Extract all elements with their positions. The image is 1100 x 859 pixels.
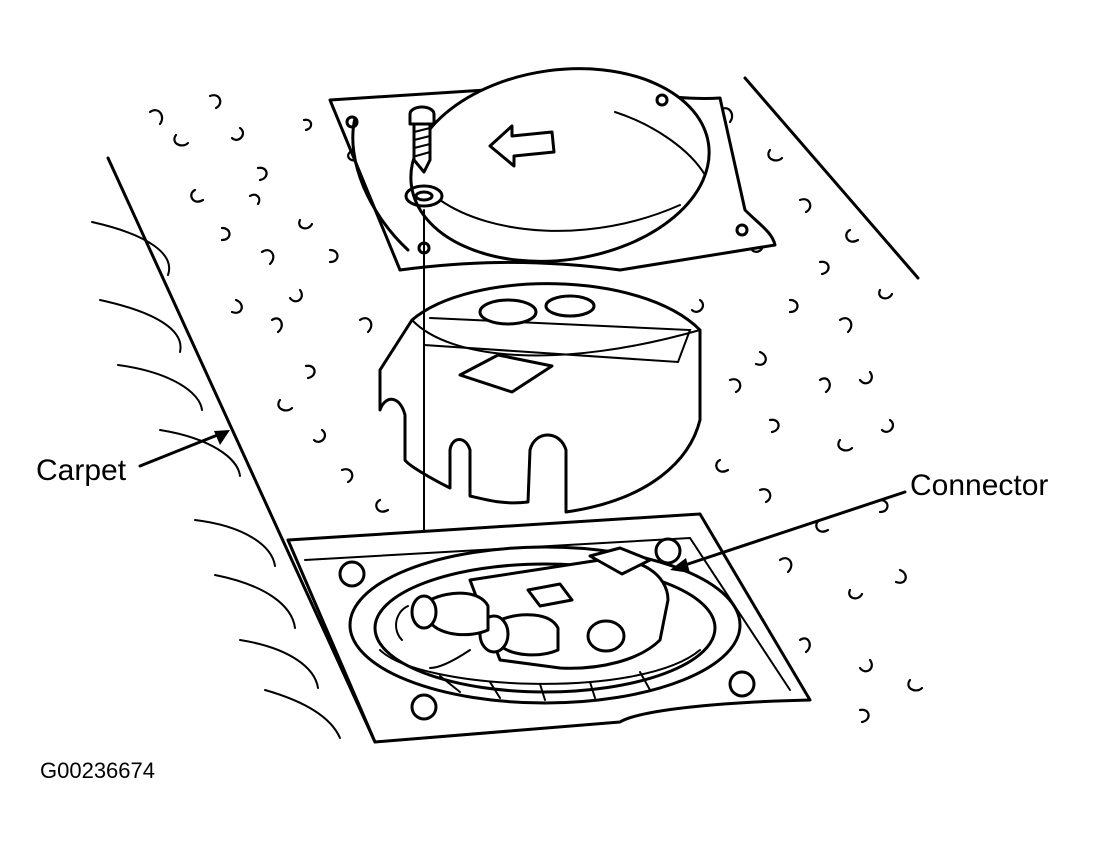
carpet-label: Carpet (36, 454, 127, 487)
dust-cover (378, 282, 702, 514)
cover-plate (328, 67, 777, 272)
carpet-texture (148, 94, 924, 724)
carpet-leader (138, 430, 230, 468)
connector (395, 546, 670, 670)
connector-label: Connector (910, 469, 1049, 502)
figure-id: G00236674 (40, 758, 155, 783)
screw (408, 105, 436, 174)
connector-leader (670, 490, 907, 573)
